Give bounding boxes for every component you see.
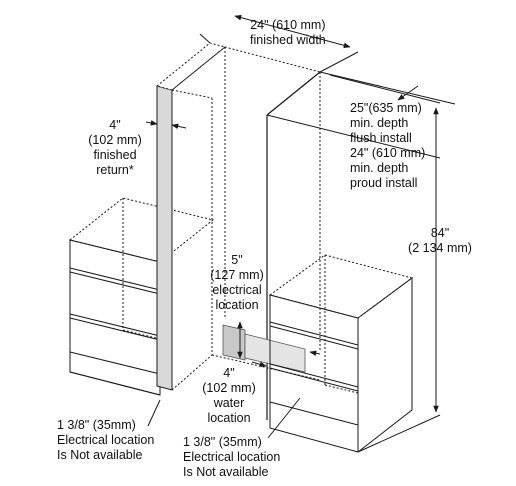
depth-dimension-label: 25"(635 mm) min. depth flush install 24"… — [350, 101, 425, 191]
water-value: 4" — [223, 366, 235, 380]
return-caption-1: finished — [93, 148, 137, 162]
finished-return-panel — [155, 42, 227, 391]
water-metric: (102 mm) — [202, 381, 256, 395]
left-note-caption-1: Electrical location — [57, 433, 155, 447]
refrigerator-opening — [171, 46, 322, 420]
height-metric: (2 134 mm) — [408, 241, 472, 255]
width-caption: finished width — [250, 33, 326, 47]
height-value: 84" — [430, 226, 450, 240]
right-note-value: 1 3/8" (35mm) — [183, 435, 262, 449]
return-value: 4" — [109, 118, 121, 132]
right-note-caption-2: Is Not available — [183, 465, 269, 479]
right-note-caption-1: Electrical location — [183, 450, 281, 464]
electrical-value: 5" — [231, 253, 243, 267]
depth-flush-value: 25"(635 mm) — [350, 101, 422, 115]
electrical-caption-2: location — [215, 298, 259, 312]
depth-flush-caption-2: flush install — [350, 131, 412, 145]
width-dimension-label: 24" (610 mm) finished width — [250, 18, 326, 48]
left-base-cabinet — [68, 197, 215, 396]
height-dimension-label: 84" (2 134 mm) — [394, 226, 486, 256]
return-metric: (102 mm) — [88, 133, 142, 147]
left-note-caption-2: Is Not available — [57, 448, 143, 462]
water-caption-2: location — [207, 411, 251, 425]
left-note-value: 1 3/8" (35mm) — [57, 418, 136, 432]
depth-proud-value: 24" (610 mm) — [350, 146, 426, 160]
left-electrical-note: 1 3/8" (35mm) Electrical location Is Not… — [57, 418, 154, 463]
depth-proud-caption-1: min. depth — [350, 161, 409, 175]
dimension-lines — [145, 14, 456, 453]
depth-proud-caption-2: proud install — [350, 176, 418, 190]
depth-flush-caption-1: min. depth — [350, 116, 409, 130]
return-dimension-label: 4" (102 mm) finished return* — [80, 118, 150, 178]
water-caption-1: water — [213, 396, 245, 410]
electrical-location-label: 5" (127 mm) electrical location — [202, 253, 272, 313]
electrical-caption-1: electrical — [212, 283, 262, 297]
right-electrical-note: 1 3/8" (35mm) Electrical location Is Not… — [183, 435, 280, 480]
width-value: 24" (610 mm) — [250, 18, 326, 32]
water-location-label: 4" (102 mm) water location — [194, 366, 264, 426]
return-caption-2: return* — [96, 163, 134, 177]
electrical-metric: (127 mm) — [210, 268, 264, 282]
